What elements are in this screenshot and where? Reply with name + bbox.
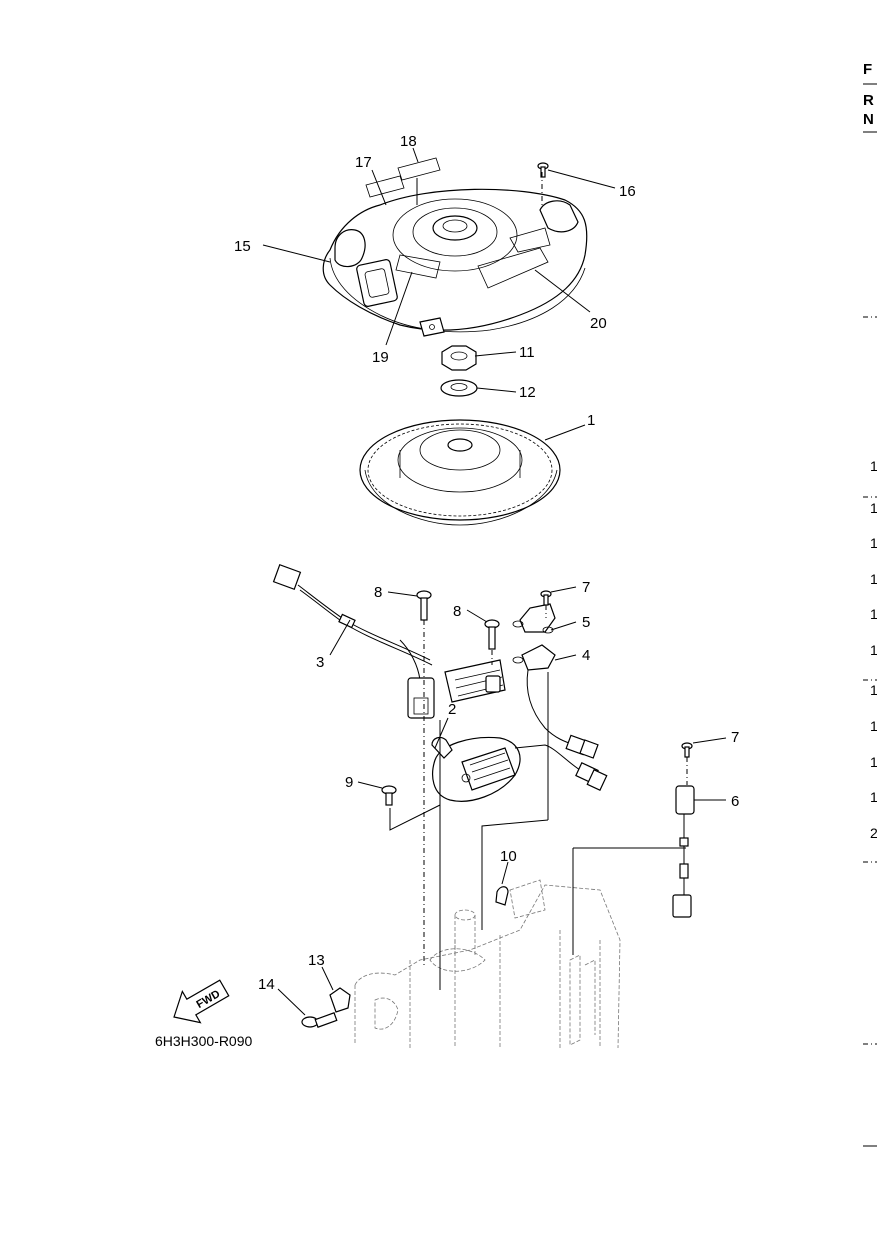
bolt-9 — [381, 785, 397, 806]
clamp-13 — [329, 987, 351, 1013]
callout-13: 13 — [308, 952, 325, 969]
bolt-7b — [681, 742, 693, 758]
edge-row-4: 1 — [870, 571, 877, 587]
callout-3: 3 — [316, 654, 324, 671]
callout-5: 5 — [582, 614, 590, 631]
callout-15: 15 — [234, 238, 251, 255]
edge-header-r: R — [863, 92, 874, 109]
callout-2: 2 — [448, 701, 456, 718]
edge-header-n: N — [863, 111, 874, 128]
nut-11 — [441, 345, 477, 371]
bolt-8b — [484, 619, 500, 650]
edge-row-5: 1 — [870, 606, 877, 622]
bolt-8a — [416, 590, 432, 621]
callout-8b: 8 — [453, 603, 461, 620]
flywheel-1 — [359, 419, 561, 526]
sensor-6 — [672, 785, 695, 918]
edge-row-6: 1 — [870, 642, 877, 658]
callout-17: 17 — [355, 154, 372, 171]
key-10 — [495, 886, 509, 906]
callout-numbers: 1 2 3 4 5 6 7 7 8 8 9 10 11 12 13 14 15 … — [234, 133, 739, 993]
edge-row-2: 1 — [870, 500, 877, 516]
washer-12 — [440, 379, 478, 397]
callout-6: 6 — [731, 793, 739, 810]
callout-8a: 8 — [374, 584, 382, 601]
callout-14: 14 — [258, 976, 275, 993]
edge-row-10: 1 — [870, 789, 877, 805]
bracket-5 — [512, 603, 556, 634]
callout-19: 19 — [372, 349, 389, 366]
callout-1: 1 — [587, 412, 595, 429]
callout-9: 9 — [345, 774, 353, 791]
callout-10: 10 — [500, 848, 517, 865]
screw-14 — [301, 1012, 338, 1028]
figure-code: 6H3H300-R090 — [155, 1033, 252, 1049]
pulser-coil-3 — [272, 564, 506, 719]
bolt-7a — [540, 590, 552, 606]
callout-4: 4 — [582, 647, 590, 664]
callout-18: 18 — [400, 133, 417, 150]
callout-7b: 7 — [731, 729, 739, 746]
screw-16 — [537, 162, 549, 178]
fwd-arrow-icon: FWD — [173, 979, 230, 1024]
powerhead-outline — [354, 879, 621, 1049]
edge-row-7: 1 — [870, 682, 877, 698]
edge-header-f: F — [863, 61, 872, 78]
stator-2 — [431, 736, 608, 802]
edge-row-8: 1 — [870, 718, 877, 734]
callout-16: 16 — [619, 183, 636, 200]
callout-20: 20 — [590, 315, 607, 332]
callout-11: 11 — [519, 344, 535, 361]
installation-lines — [389, 172, 688, 990]
flywheel-cover — [322, 157, 588, 337]
callout-12: 12 — [519, 384, 536, 401]
right-edge-fragment: F R N 1 1 1 1 1 1 1 1 1 1 2 — [863, 61, 877, 1147]
edge-row-9: 1 — [870, 754, 877, 770]
edge-row-1: 1 — [870, 458, 877, 474]
pulser-4 — [512, 644, 599, 759]
edge-row-3: 1 — [870, 535, 877, 551]
edge-row-11: 2 — [870, 825, 877, 841]
callout-leaders — [262, 147, 727, 1016]
callout-7a: 7 — [582, 579, 590, 596]
